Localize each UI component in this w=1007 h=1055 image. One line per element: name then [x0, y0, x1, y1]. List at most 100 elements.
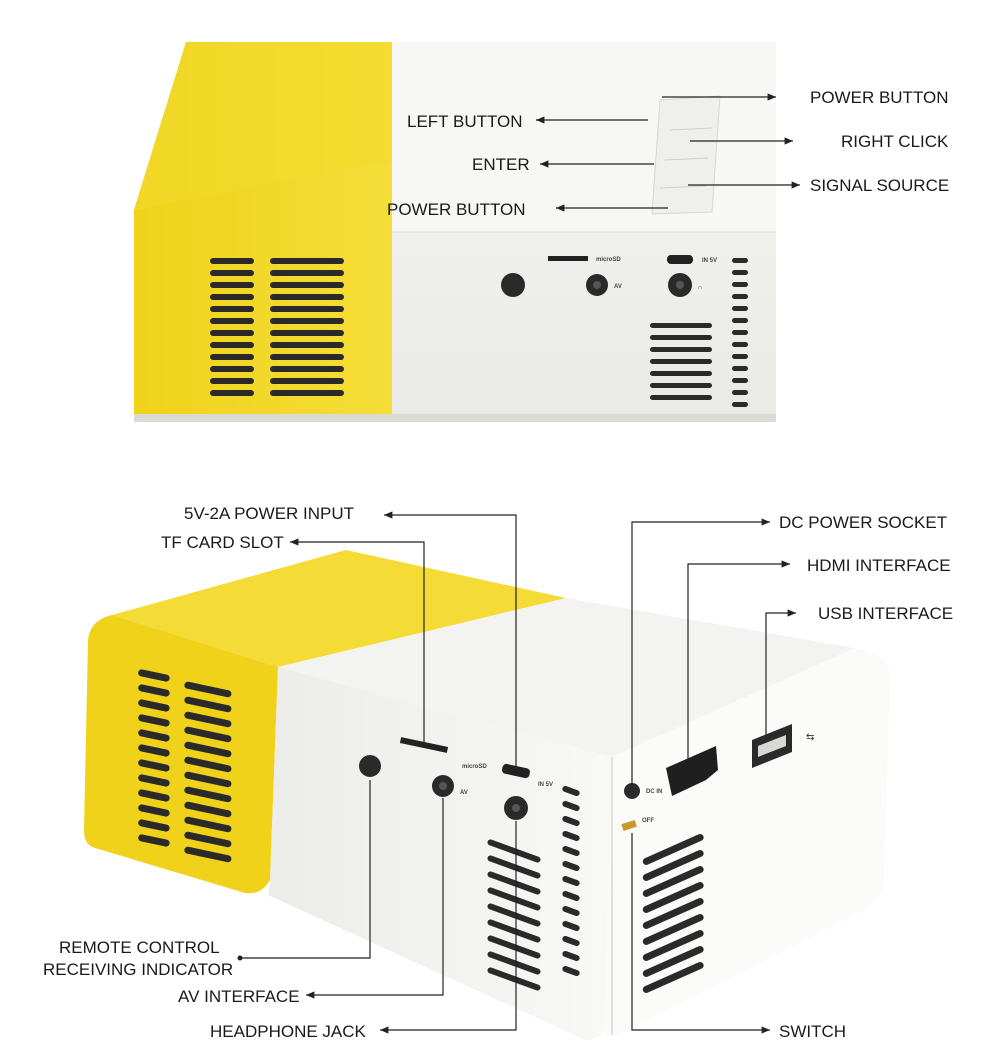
vent-slot: [184, 726, 232, 743]
vent-grille-left: [210, 258, 344, 396]
vent-slot: [138, 774, 170, 787]
vent-slot: [487, 967, 541, 991]
vent-slot: [562, 800, 580, 812]
vent-slot: [650, 395, 712, 400]
vent-slot: [562, 875, 580, 887]
vent-slot: [562, 965, 580, 977]
vent-slot: [732, 258, 748, 263]
label-hdmi-interface: HDMI INTERFACE: [807, 556, 951, 575]
vent-slot: [650, 323, 712, 328]
vent-column-right: [732, 258, 748, 407]
vent-slot: [650, 371, 712, 376]
vent-slot: [487, 903, 541, 927]
vent-slot: [642, 929, 704, 961]
vent-slot: [642, 897, 704, 929]
vent-slot: [270, 378, 344, 384]
vent-slot: [270, 354, 344, 360]
vent-slot: [270, 282, 344, 288]
vent-slot: [562, 890, 580, 902]
white-housing-front-angled: [268, 667, 612, 1040]
vent-slot: [184, 711, 232, 728]
vent-slot: [138, 789, 170, 802]
power-switch[interactable]: [621, 819, 637, 831]
vent-slot: [210, 378, 254, 384]
label-remote-line2: RECEIVING INDICATOR: [43, 960, 233, 979]
vent-slot: [138, 699, 170, 712]
vent-slot: [642, 849, 704, 881]
svg-text:AV: AV: [460, 790, 468, 796]
vent-slot: [487, 951, 541, 975]
vent-slot: [138, 669, 170, 682]
projector-front-view: microSD AV IN 5V ∩: [134, 42, 776, 422]
label-left-button: LEFT BUTTON: [407, 112, 523, 131]
vent-slot: [270, 270, 344, 276]
svg-text:DC IN: DC IN: [646, 789, 662, 795]
vent-slot: [210, 294, 254, 300]
vent-column-front: [562, 785, 580, 977]
tf-card-slot[interactable]: [399, 737, 449, 753]
vent-slot: [562, 860, 580, 872]
vent-slot: [138, 744, 170, 757]
vent-slot: [184, 696, 232, 713]
vent-grille-white: [487, 839, 541, 991]
vent-slot: [732, 366, 748, 371]
svg-text:microSD: microSD: [462, 764, 487, 770]
vent-slot: [732, 306, 748, 311]
vent-slot: [138, 819, 170, 832]
yellow-housing-front-angled: [84, 615, 278, 894]
vent-slot: [270, 342, 344, 348]
vent-slot: [642, 945, 704, 977]
vent-slot: [210, 366, 254, 372]
hdmi-port[interactable]: [666, 746, 718, 796]
svg-text:OFF: OFF: [642, 818, 654, 824]
vent-slot: [732, 294, 748, 299]
vent-slot: [732, 402, 748, 407]
callouts-bottom: 5V-2A POWER INPUT TF CARD SLOT REMOTE CO…: [43, 504, 953, 1041]
vent-slot: [732, 354, 748, 359]
vent-slot: [210, 282, 254, 288]
vent-slot: [562, 920, 580, 932]
dc-socket[interactable]: [624, 783, 640, 799]
vent-slot: [210, 270, 254, 276]
vent-slot: [184, 681, 232, 698]
vent-slot: [650, 347, 712, 352]
vent-slot: [184, 786, 232, 803]
vent-slot: [732, 318, 748, 323]
label-av-interface: AV INTERFACE: [178, 987, 300, 1006]
label-remote-line1: REMOTE CONTROL: [59, 938, 220, 957]
vent-slot: [487, 855, 541, 879]
label-power-input: 5V-2A POWER INPUT: [184, 504, 354, 523]
vent-slot: [732, 270, 748, 275]
vent-slot: [184, 741, 232, 758]
label-signal-source: SIGNAL SOURCE: [810, 176, 949, 195]
vent-slot: [562, 830, 580, 842]
svg-text:IN 5V: IN 5V: [538, 782, 553, 788]
vent-slot: [562, 845, 580, 857]
vent-slot: [138, 714, 170, 727]
vent-slot: [487, 839, 541, 863]
vent-slot: [642, 865, 704, 897]
vent-slot: [732, 330, 748, 335]
vent-slot: [642, 833, 704, 865]
vent-slot: [562, 950, 580, 962]
vent-slot: [642, 961, 704, 993]
usb-c-port-angled[interactable]: [501, 763, 530, 779]
yellow-housing-top: [134, 42, 400, 210]
vent-slot: [210, 390, 254, 396]
label-enter: ENTER: [472, 155, 530, 174]
label-right-click: RIGHT CLICK: [841, 132, 949, 151]
vent-slot: [487, 919, 541, 943]
svg-text:microSD: microSD: [596, 257, 621, 263]
vent-slot: [184, 846, 232, 863]
vent-slot: [270, 390, 344, 396]
top-button-strip: [651, 95, 721, 215]
vent-slot: [732, 342, 748, 347]
usb-c-port[interactable]: [667, 255, 693, 264]
vent-slot: [138, 834, 170, 847]
microsd-slot[interactable]: [548, 256, 588, 261]
vent-slot: [210, 354, 254, 360]
remote-sensor: [501, 273, 525, 297]
vent-slot: [650, 359, 712, 364]
vent-slot: [650, 383, 712, 388]
